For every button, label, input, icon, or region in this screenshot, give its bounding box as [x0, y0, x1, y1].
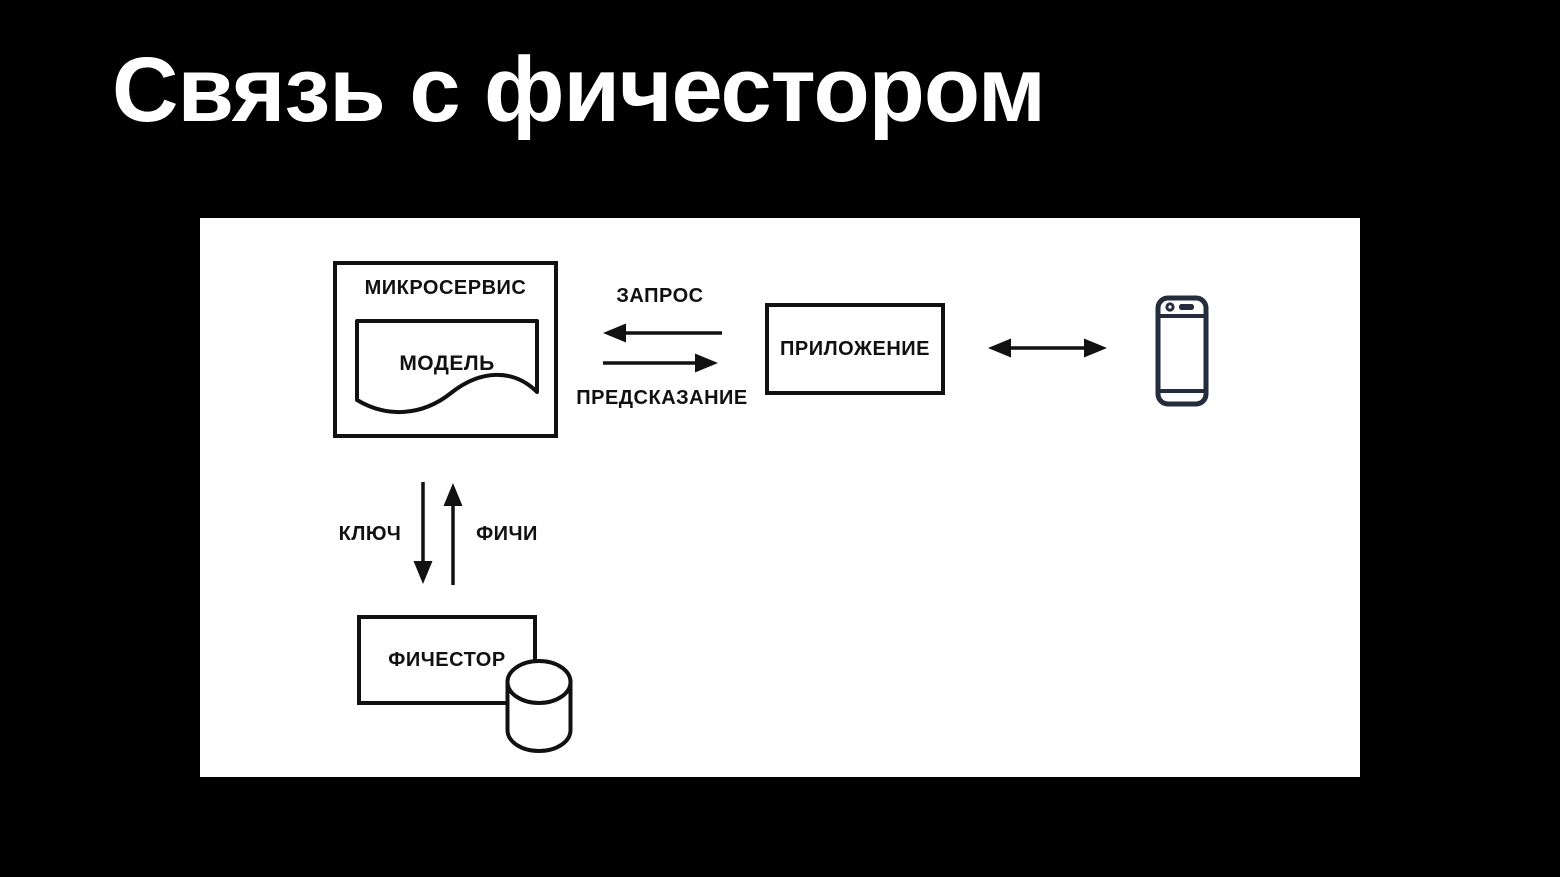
- request-arrow: [603, 323, 722, 343]
- features-arrow: [443, 483, 463, 585]
- diagram-canvas: МИКРОСЕРВИС МОДЕЛЬ ПРИЛОЖЕНИЕ ФИЧЕСТОР: [200, 218, 1360, 777]
- request-arrow-label: ЗАПРОС: [616, 285, 704, 307]
- key-arrow: [413, 482, 433, 584]
- featurestore-label: ФИЧЕСТОР: [388, 648, 506, 671]
- model-document: МОДЕЛЬ: [355, 319, 539, 415]
- smartphone-icon: [1155, 295, 1209, 407]
- app-phone-arrow: [988, 338, 1107, 358]
- model-label: МОДЕЛЬ: [399, 352, 494, 375]
- application-label: ПРИЛОЖЕНИЕ: [780, 337, 930, 360]
- phone-speaker-icon: [1179, 304, 1194, 310]
- slide-title: Связь с фичестором: [112, 39, 1046, 141]
- key-arrow-label: КЛЮЧ: [338, 523, 402, 545]
- prediction-arrow-label: ПРЕДСКАЗАНИЕ: [576, 387, 748, 409]
- database-cylinder-icon: [505, 659, 573, 754]
- database-top: [505, 659, 573, 705]
- features-arrow-label: ФИЧИ: [476, 523, 538, 545]
- phone-body: [1155, 295, 1209, 407]
- phone-camera-dot: [1168, 305, 1172, 309]
- model-document-shape: [355, 319, 539, 415]
- application-box: ПРИЛОЖЕНИЕ: [765, 303, 945, 395]
- microservice-label: МИКРОСЕРВИС: [364, 277, 527, 299]
- prediction-arrow: [603, 353, 718, 373]
